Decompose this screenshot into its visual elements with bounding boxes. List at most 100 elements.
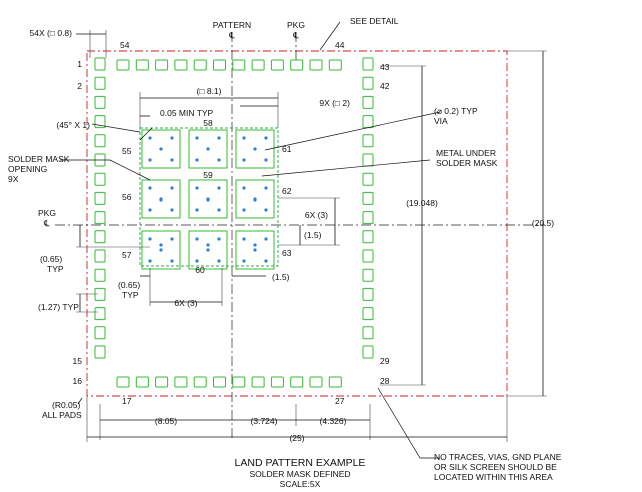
via-dot [159,198,163,202]
dim-1-5-horizontal-label: (1.5) [272,272,290,282]
perimeter-pad [232,376,246,388]
via-dot [253,248,257,252]
perimeter-pad [251,59,265,71]
inner-pad [188,230,228,270]
via-dot [195,237,199,241]
pad-number: 17 [122,396,132,406]
solder-mask-label-1: SOLDER MASK [8,154,70,164]
perimeter-pad [94,249,106,263]
via-dot [148,208,152,212]
perimeter-pad [362,345,374,359]
via-dot [159,243,163,247]
pad-number: 61 [282,144,292,154]
thermal-pad-outline [139,127,279,267]
leader-radius [77,397,83,405]
perimeter-pad [362,211,374,225]
perimeter-pad [362,307,374,321]
dim-8-05-label: (8.05) [155,416,177,426]
via-dot [217,158,221,162]
via-dot [170,237,174,241]
via-dot [242,186,246,190]
via-dot [159,147,163,151]
via-dot [264,136,268,140]
via-dot [206,243,210,247]
metal-under-label-2: SOLDER MASK [436,158,498,168]
perimeter-pad [174,376,188,388]
perimeter-pad [362,57,374,71]
perimeter-pad [362,268,374,282]
via-dot [170,158,174,162]
pkg-centerline-symbol: ℄ [292,30,299,40]
pad-number: 28 [380,376,390,386]
perimeter-pad [290,59,304,71]
via-dot [159,248,163,252]
drawing-title: LAND PATTERN EXAMPLE [235,457,366,469]
via-dot [217,237,221,241]
inner-pad [141,179,181,219]
dim-0-65-vertical-typ: TYP [47,264,64,274]
keepout-note-line-1: NO TRACES, VIAS, GND PLANE [434,452,562,462]
dim-19-048-label: (19.048) [406,198,438,208]
inner-pad [188,179,228,219]
pad-number: 2 [77,81,82,91]
perimeter-pad [213,59,226,71]
via-dot [206,198,210,202]
via-dot [242,259,246,263]
inner-square-dim: (□ 8.1) [197,86,222,96]
inner-pad [141,129,181,169]
min-gap-dim: 0.05 MIN TYP [160,108,214,118]
chamfer-dim: (45° X 1) [56,120,90,130]
perimeter-pad [94,230,106,244]
via-dot [242,136,246,140]
keepout-note-line-3: LOCATED WITHIN THIS AREA [434,472,553,482]
leader-chamfer [91,123,141,133]
perimeter-pad [362,134,374,148]
via-dot [264,186,268,190]
perimeter-pad [94,172,106,186]
via-dot [253,147,257,151]
perimeter-pad [213,376,226,388]
dim-0-65-horizontal-label: (0.65) [118,280,140,290]
via-dot [195,186,199,190]
pkg-label: PKG [287,20,305,30]
via-dot [264,237,268,241]
via-dot [170,136,174,140]
leader-metal-under [261,159,431,177]
perimeter-pad [94,95,106,109]
perimeter-pad [155,59,169,71]
dim-25-label: (25) [289,433,304,443]
pad-number: 60 [195,265,205,275]
inner-pad [235,129,275,169]
via-dot [206,147,210,151]
perimeter-pad [135,59,149,71]
pad-number: 15 [73,356,83,366]
perimeter-pad [362,115,374,129]
perimeter-pad [309,59,323,71]
pad-number: 43 [380,62,390,72]
perimeter-pad [362,249,374,263]
perimeter-pad [94,76,106,90]
via-dot [242,158,246,162]
dim-1-5-vertical-label: (1.5) [304,230,322,240]
via-dot [217,136,221,140]
perimeter-pad [362,191,374,205]
pattern-label: PATTERN [213,20,251,30]
pad-number: 57 [122,250,132,260]
via-dot [206,248,210,252]
inner-pad [235,179,275,219]
via-array [148,136,268,263]
perimeter-pad [94,287,106,301]
perimeter-pad [94,307,106,321]
via-dot [217,208,221,212]
via-dot [195,136,199,140]
inner-pad [141,230,181,270]
perimeter-pad [94,191,106,205]
dim-0-65-horizontal-typ: TYP [122,290,139,300]
perimeter-pads [94,57,374,388]
dim-20-5-label: (20.5) [532,218,554,228]
perimeter-pad [94,211,106,225]
all-pads-label: ALL PADS [42,410,82,420]
perimeter-pad [94,134,106,148]
via-dot [253,243,257,247]
